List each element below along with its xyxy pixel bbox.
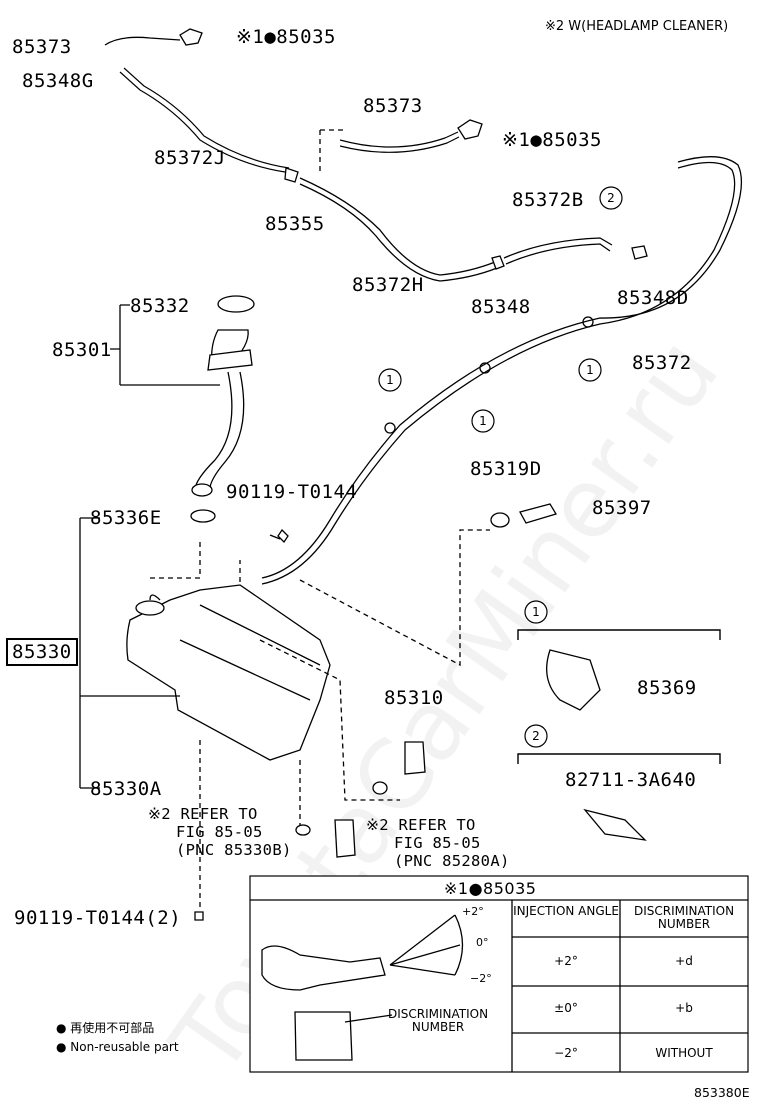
grommet-85336E	[190, 509, 216, 523]
row2-angle: ±0°	[554, 1001, 578, 1015]
label-85372B[interactable]: 85372B	[512, 189, 584, 211]
joint-85355	[284, 167, 299, 183]
label-85310[interactable]: 85310	[384, 687, 444, 709]
legend-japanese: ● 再使用不可部品	[56, 1021, 155, 1035]
pump-85310	[404, 741, 426, 775]
column-discrimination-number: DISCRIMINATION NUMBER	[633, 904, 735, 931]
label-85397[interactable]: 85397	[592, 497, 652, 519]
callout-1-mid	[471, 409, 495, 433]
label-85355[interactable]: 85355	[265, 213, 325, 235]
callout-2-top-text: 2	[607, 191, 615, 205]
pump-headlamp	[334, 819, 356, 858]
refer-left: ※2 REFER TO FIG 85-05 (PNC 85330B)	[148, 805, 292, 859]
callout-1-detail	[524, 600, 548, 624]
hose-85373-top	[104, 36, 181, 46]
nozzle-connector	[294, 1011, 353, 1061]
nozzle-detail	[261, 945, 386, 991]
refer-right-line1: ※2 REFER TO	[366, 816, 476, 834]
hose-85372	[261, 156, 743, 579]
bolt-90119-b	[194, 911, 204, 921]
bolt-90119-a	[269, 528, 289, 544]
label-85319D[interactable]: 85319D	[470, 458, 542, 480]
callout-2-top	[599, 186, 623, 210]
clamp-85369	[546, 649, 601, 711]
label-85301[interactable]: 85301	[52, 339, 112, 361]
label-85035-a[interactable]: ※1●85035	[236, 26, 336, 48]
row1-number: +d	[675, 954, 693, 968]
refer-right-line3: (PNC 85280A)	[394, 852, 510, 870]
callout-2-detail	[524, 724, 548, 748]
callout-1-left	[378, 368, 402, 392]
callout-1-right-text: 1	[586, 363, 594, 377]
callout-2-detail-text: 2	[532, 729, 540, 743]
row2-number: +b	[675, 1001, 693, 1015]
refer-right: ※2 REFER TO FIG 85-05 (PNC 85280A)	[366, 816, 510, 870]
label-85373-b[interactable]: 85373	[363, 95, 423, 117]
label-85332[interactable]: 85332	[130, 295, 190, 317]
clip-82711	[583, 808, 647, 841]
joint-85348D	[631, 245, 648, 260]
angle-mark-zero: 0°	[476, 936, 489, 949]
grommet-85330A	[372, 781, 388, 795]
label-90119-T0144[interactable]: 90119-T0144	[226, 481, 358, 503]
sensor-85397	[519, 503, 557, 524]
figure-code: 853380E	[694, 1085, 750, 1100]
label-85373-a[interactable]: 85373	[12, 36, 72, 58]
label-85348D[interactable]: 85348D	[617, 287, 689, 309]
callout-1-right	[578, 358, 602, 382]
detail-table-title: ※1●85035	[444, 879, 537, 898]
nozzle-85035-a	[179, 28, 203, 46]
discrimination-label-line1: DISCRIMINATION	[388, 1007, 489, 1021]
label-90119-T0144-2[interactable]: 90119-T0144(2)	[14, 907, 182, 929]
row1-angle: +2°	[554, 954, 578, 968]
legend-english: ● Non-reusable part	[56, 1040, 179, 1054]
discrimination-label-line2: NUMBER	[411, 1020, 465, 1034]
tank-85330	[126, 584, 331, 761]
joint-85348	[491, 255, 505, 270]
grommet-85319D	[490, 512, 510, 528]
angle-mark-minus: −2°	[470, 972, 492, 985]
cap-85332	[217, 295, 255, 313]
callout-1-left-text: 1	[386, 373, 394, 387]
label-85372[interactable]: 85372	[632, 352, 692, 374]
label-85348[interactable]: 85348	[471, 296, 531, 318]
label-85330[interactable]: 85330	[6, 638, 78, 666]
label-82711-3A640[interactable]: 82711-3A640	[565, 769, 697, 791]
angle-mark-plus: +2°	[462, 905, 484, 918]
callout-1-detail-text: 1	[532, 605, 540, 619]
row3-angle: −2°	[554, 1046, 578, 1060]
discrimination-label: DISCRIMINATION NUMBER	[388, 1008, 488, 1034]
label-85372J[interactable]: 85372J	[154, 147, 226, 169]
label-85330A[interactable]: 85330A	[90, 778, 162, 800]
label-85372H[interactable]: 85372H	[352, 274, 424, 296]
hose-85372H	[299, 177, 496, 276]
hose-85372B	[503, 237, 613, 259]
refer-left-line3: (PNC 85330B)	[176, 841, 292, 859]
hose-85372J	[119, 71, 286, 173]
callout-1-mid-text: 1	[479, 414, 487, 428]
column-injection-angle: INJECTION ANGLE	[513, 904, 619, 918]
filler-pipe-end	[191, 483, 213, 497]
label-85348G[interactable]: 85348G	[22, 70, 94, 92]
label-85336E[interactable]: 85336E	[90, 507, 162, 529]
label-85035-b[interactable]: ※1●85035	[502, 129, 602, 151]
nozzle-85035-b	[457, 119, 483, 140]
hose-85373-mid	[339, 131, 459, 148]
tank-inlet	[135, 600, 165, 616]
row3-number: WITHOUT	[655, 1046, 713, 1060]
header-note: ※2 W(HEADLAMP CLEANER)	[545, 19, 729, 34]
refer-left-line2: FIG 85-05	[176, 823, 263, 841]
refer-left-line1: ※2 REFER TO	[148, 805, 258, 823]
refer-right-line2: FIG 85-05	[394, 834, 481, 852]
label-85369[interactable]: 85369	[637, 677, 697, 699]
